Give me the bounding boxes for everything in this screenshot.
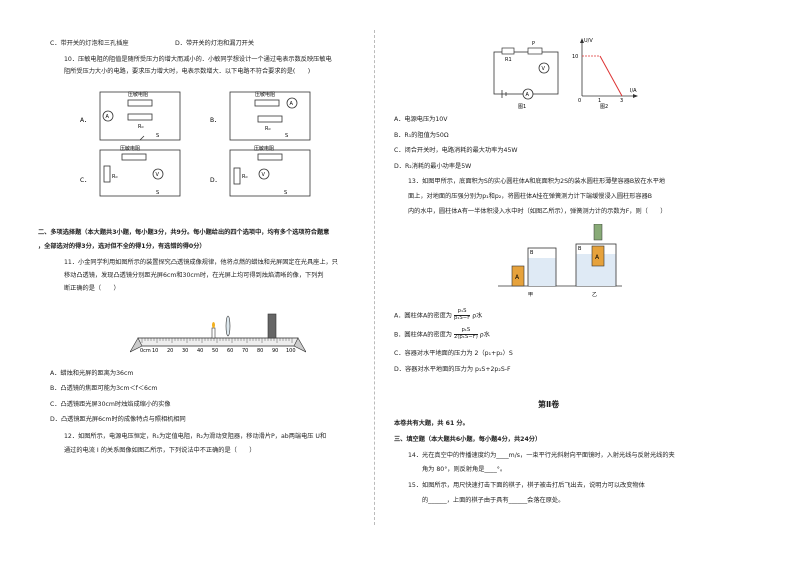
circuit-b-switch: S [285, 133, 288, 139]
q14-line1: 14．光在真空中的传播速度约为____m/s，一束平行光斜射向平面镜时，入射光线… [408, 452, 675, 459]
q11-option-a: A．蜡烛和光屏的距离为36cm [50, 370, 134, 377]
q13-b-fraction: p₁S 2(p₁S−F) [453, 327, 478, 340]
svg-text:V: V [262, 172, 266, 178]
circuit-c-sensor: 压敏电阻 [120, 145, 140, 152]
figure2-graph: U/V 10 0 1 3 I/A 图2 [572, 38, 638, 110]
q13-option-c: C．容器对水平地面的压力为 2（p₁+p₂）S [394, 350, 513, 357]
circuit-d-r0: R₀ [242, 174, 247, 180]
figure2-x3: 3 [620, 98, 623, 104]
svg-text:P: P [532, 41, 535, 47]
ruler-tick-60: 60 [227, 348, 233, 354]
fig-yi-label: 乙 [592, 291, 597, 298]
q15-line1: 15．如图所示，用尺快速打击下面的棋子，棋子被击打后飞出去，说明力可以改变物体 [408, 482, 645, 489]
circuit-b-r0: R₀ [265, 126, 270, 132]
circuit-a-r0: R₀ [138, 124, 143, 130]
figure2-x1: 1 [598, 98, 601, 104]
q12-line1: 12．如图所示，电源电压恒定，R₁为定值电阻，R₂为滑动变阻器，移动滑片P，ab… [64, 433, 327, 440]
section3-header: 三、填空题（本大题共6小题，每小题4分，共24分） [394, 436, 542, 443]
q11-option-d: D．凸透镜距光屏6cm时的成像特点与照相机相同 [50, 416, 186, 423]
fig-yi-a: A [595, 254, 600, 261]
optical-bench: 0cm 10 20 30 40 50 60 70 80 90 100 [130, 313, 306, 354]
ruler-tick-20: 20 [167, 348, 173, 354]
option-c-prev: C．带开关的灯泡和三孔插座 [50, 40, 129, 47]
column-divider [374, 30, 375, 525]
svg-text:V: V [542, 66, 546, 72]
ruler-tick-70: 70 [242, 348, 248, 354]
q10-line2: 阻所受压力大小的电路，要求压力增大时，电表示数增大．以下电路不符合要求的是( ) [64, 68, 311, 75]
circuit-d-switch: S [284, 190, 287, 196]
fig-jia-label: 甲 [528, 292, 533, 298]
q15-line2: 的______，上面的棋子由于具有______会落在原处。 [422, 497, 565, 504]
ruler-unit: 0cm [140, 348, 151, 354]
ruler-tick-10: 10 [152, 348, 158, 354]
figure2-ylabel: U/V [584, 38, 593, 44]
q13-a-fraction: p₁S p₁S−F [453, 308, 471, 321]
q11-option-c: C．凸透镜距光屏30cm时烛焰成缩小的实像 [50, 401, 171, 408]
q10-line1: 10．压敏电阻的阻值是随所受压力的增大而减小的．小敏同学想设计一个通过电表示数反… [64, 56, 332, 63]
circuit-d-label: D． [210, 177, 221, 184]
circuit-c-label: C． [80, 177, 90, 184]
q10-circuits: A． 压敏电阻 A R₀ S B． 压敏电阻 A R₀ S C． 压敏电阻 V … [80, 91, 311, 197]
option-d-prev: D．带开关的灯泡和漏刀开关 [175, 40, 255, 47]
fig-jia-a: A [515, 274, 520, 281]
svg-text:V: V [156, 172, 160, 178]
circuit-c-switch: S [156, 190, 159, 196]
svg-text:A: A [290, 101, 294, 107]
q12-line2: 通过的电流 I 的关系图像如图乙所示，下列说法中不正确的是（ ） [64, 447, 256, 454]
q12-option-b: B．R₁的阻值为50Ω [394, 132, 449, 139]
fig-jia-b: B [530, 250, 534, 256]
q14-line2: 角为 80°，则反射角是____°。 [422, 466, 507, 473]
part2-title: 第Ⅱ卷 [538, 400, 560, 409]
q12-option-d: D．R₂消耗的最小功率是5W [394, 163, 472, 170]
figure2-x0: 0 [578, 98, 581, 104]
q13-line1: 13．如图甲所示，底面积为S的实心圆柱体A和底面积为2S的装水圆柱形薄壁容器B放… [408, 178, 666, 185]
q12-option-a: A．电源电压为10V [394, 116, 448, 123]
q13-option-b: B．圆柱体A的密度为 p₁S 2(p₁S−F) ρ水 [394, 327, 490, 340]
figure1-label: 图1 [518, 104, 526, 110]
q13-option-a: A．圆柱体A的密度为 p₁S p₁S−F ρ水 [394, 308, 483, 321]
circuit-c-r0: R₀ [112, 174, 117, 180]
ruler-tick-80: 80 [257, 348, 263, 354]
ruler-tick-90: 90 [272, 348, 278, 354]
figure-containers: A B 甲 A B 乙 [498, 224, 622, 298]
ruler-tick-100: 100 [286, 348, 296, 354]
q11-line1: 11．小金同学利用如图所示的装置探究凸透镜成像规律，他将点燃的蜡烛和光屏固定在光… [64, 259, 338, 266]
ruler-tick-30: 30 [182, 348, 188, 354]
q11-option-b: B．凸透镜的焦距可能为3cm＜f＜6cm [50, 385, 158, 392]
circuit-a-sensor: 压敏电阻 [128, 91, 148, 98]
circuit-a-label: A． [80, 117, 90, 124]
part2-note: 本卷共有大题，共 61 分。 [394, 420, 469, 427]
svg-text:R1: R1 [505, 57, 512, 63]
section2-line1: 二、多项选择题（本大题共3小题，每小题3分，共9分。每小题给出的四个选项中，均有… [38, 229, 330, 236]
q11-line3: 断正确的是（ ） [64, 285, 120, 292]
q13-line3: 内的水中，圆柱体A有一半体积浸入水中时（如图乙所示），弹簧测力计的示数为F，则（… [408, 208, 667, 215]
circuit-b-sensor: 压敏电阻 [255, 91, 275, 98]
ruler-tick-40: 40 [197, 348, 203, 354]
figure1-circuit: R1 P V A 图1 [493, 41, 559, 110]
svg-text:A: A [526, 92, 530, 98]
figure2-xlabel: I/A [630, 88, 637, 94]
q13-option-d: D．容器对水平地面的压力为 p₁S+2p₂S-F [394, 366, 511, 373]
q11-line2: 移动凸透镜，发现凸透镜分别距光屏6cm和30cm时，在光屏上均可得到烛焰清晰的像… [64, 272, 324, 279]
q13-line2: 面上，对地面的压强分别为p₁和p₂，将圆柱体A挂在弹簧测力计下端缓慢浸入圆柱形容… [408, 193, 653, 200]
circuit-d-sensor: 压敏电阻 [254, 145, 274, 152]
circuit-a-switch: S [156, 133, 159, 139]
fig-yi-b: B [578, 246, 582, 252]
figure2-label: 图2 [600, 104, 608, 110]
circuit-b-label: B． [210, 117, 220, 124]
svg-text:A: A [106, 114, 110, 120]
section2-line2: ，全部选对的得3分，选对但不全的得1分，有选错的得0分） [38, 243, 206, 250]
ruler-tick-50: 50 [212, 348, 218, 354]
figure2-y10: 10 [572, 54, 578, 60]
q12-option-c: C．闭合开关时，电路消耗的最大功率为45W [394, 147, 518, 154]
